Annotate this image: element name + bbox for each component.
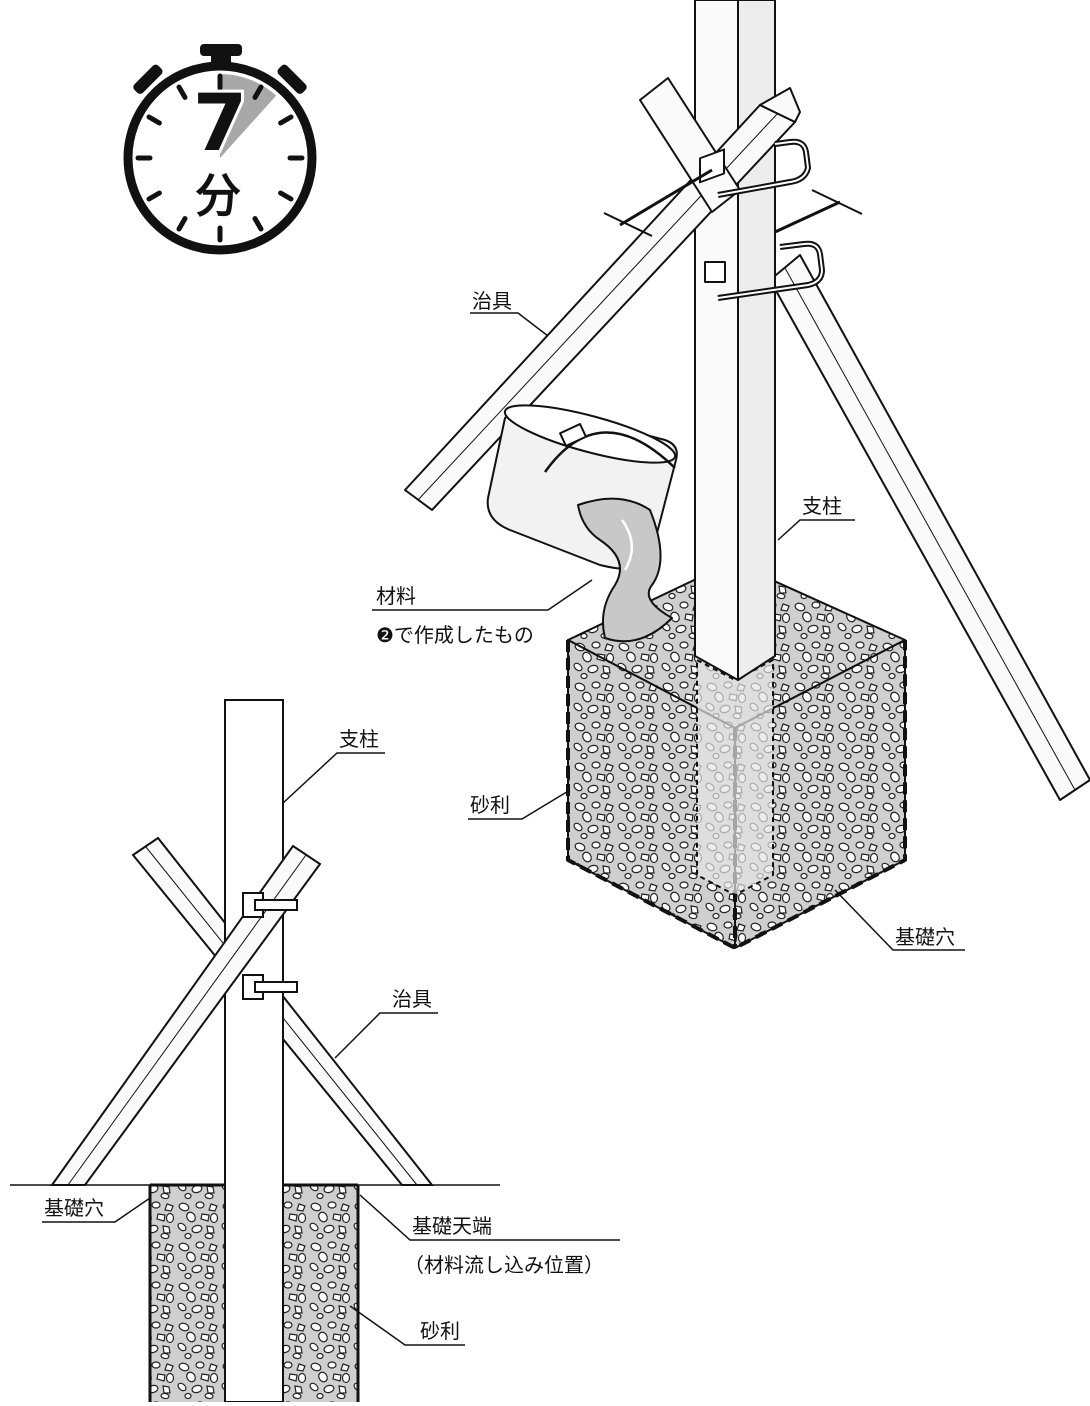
timer-tick: [176, 84, 188, 100]
clamp-bottom-upper: [242, 892, 298, 918]
timer-tick: [278, 190, 294, 202]
clamp-upper: [603, 138, 811, 237]
label-post-top: 支柱: [802, 494, 842, 518]
bottom-illustration: [10, 699, 500, 1403]
label-foundation-top-note: （材料流し込み位置）: [404, 1253, 604, 1277]
label-jig-bottom: 治具: [392, 987, 432, 1011]
top-illustration: [404, 0, 1090, 950]
label-post-bottom: 支柱: [339, 727, 379, 751]
label-foundation-top: 基礎天端: [412, 1214, 492, 1238]
post-bottom: [224, 699, 284, 1403]
timer-unit: 分: [195, 169, 241, 223]
gravel-right-column: [283, 1185, 358, 1402]
label-hole-bottom: 基礎穴: [44, 1196, 104, 1220]
timer-tick: [176, 216, 188, 232]
post-top: [694, 0, 776, 681]
label-jig-top: 治具: [472, 289, 512, 313]
timer-tick: [146, 190, 162, 202]
timer-number: 7: [193, 79, 247, 169]
gravel-left-column: [150, 1185, 225, 1402]
stopwatch-icon: 7 分: [123, 44, 317, 255]
label-gravel-top: 砂利: [470, 793, 510, 817]
label-material: 材料: [376, 584, 416, 608]
label-gravel-bottom: 砂利: [420, 1319, 460, 1343]
timer-tick: [252, 84, 264, 100]
clamp-lower: [704, 189, 863, 301]
label-hole-top: 基礎穴: [895, 925, 955, 949]
jig-leg-right: [769, 254, 1090, 801]
label-material-note: ❷で作成したもの: [376, 623, 534, 647]
timer-tick: [146, 114, 162, 126]
timer-elapsed-wedge: [220, 74, 277, 158]
timer-tick: [278, 114, 294, 126]
timer-tick: [252, 216, 264, 232]
clamp-bottom-lower: [242, 974, 298, 1000]
